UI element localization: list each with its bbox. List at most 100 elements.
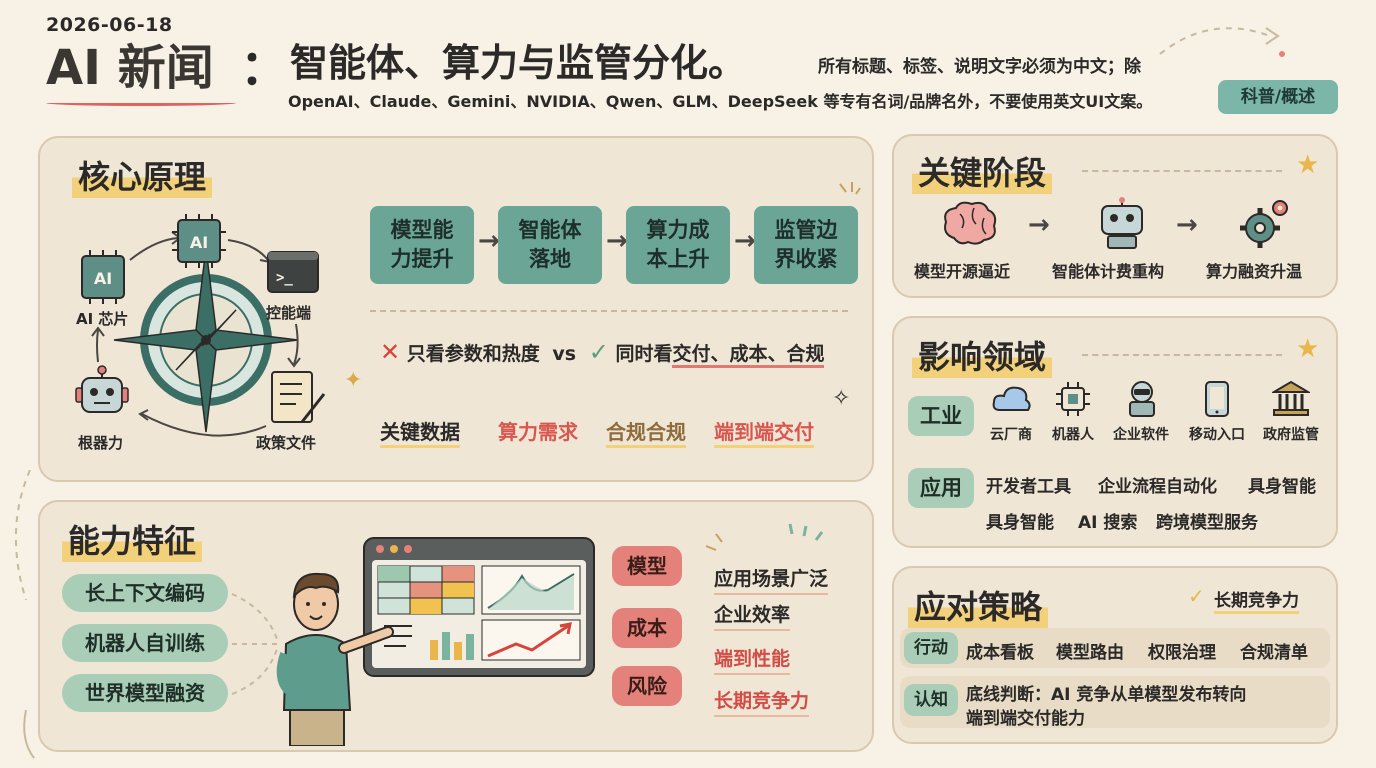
divider [370,310,848,312]
decorative-arc [1159,27,1285,57]
action-item: 成本看板 [966,643,1034,663]
arrow-icon: → [734,226,756,256]
svg-text:AI: AI [94,269,112,288]
chip-icon: AI [172,214,226,268]
impact-icon-label: 企业软件 [1113,427,1169,443]
terminal-icon: >_ [267,251,319,293]
cloud-icon [992,386,1031,411]
impact-icon-label: 政府监管 [1263,427,1319,443]
star-icon: ★ [1296,150,1320,180]
chip-icon [1056,382,1090,416]
arrow-icon: → [606,226,628,256]
action-item: 模型路由 [1056,643,1124,663]
sparkle-icon [839,182,861,195]
flow-step-3: 算力成本上升 [626,206,730,284]
compare-line: ✕ 只看参数和热度 vs ✓ 同时看交付、成本、合规 [380,338,825,368]
language-note-line2: OpenAI、Claude、Gemini、NVIDIA、Qwen、GLM、Dee… [288,92,1153,111]
robot-icon [1101,197,1143,249]
ai-chip-label: AI 芯片 [76,310,129,328]
cognition-row [900,676,1330,728]
key-data-item: 合规合规 [606,416,686,448]
svg-text:AI: AI [190,233,208,252]
date: 2026-06-18 [46,14,173,36]
impact-icon-label: 移动入口 [1189,427,1245,443]
capability-title: 能力特征 [62,516,203,562]
application-item: AI 搜索 [1078,513,1138,533]
stage-item: 智能体计费重构 [1052,262,1165,281]
application-item: 企业流程自动化 [1098,477,1217,497]
gear-icon [1240,200,1288,248]
sparkle-icon: ✦ [344,368,363,393]
presenter-illustration [276,537,595,746]
cognition-tag: 认知 [904,684,958,716]
divider [1082,354,1282,356]
cross-icon: ✕ [380,338,401,366]
star-icon: ★ [1296,334,1320,364]
page-subtitle: 智能体、算力与监管分化。 [290,41,747,85]
flow-step-4: 监管边界收紧 [754,206,858,284]
flow-step-2: 智能体落地 [498,206,602,284]
application-item: 具身智能 [1248,477,1316,497]
application-item: 具身智能 [986,513,1054,533]
capability-text: 长期竞争力 [714,686,810,717]
capability-pill: 世界模型融资 [62,674,228,712]
divider [1082,170,1282,172]
robot-icon [1129,381,1155,417]
sparkle-icon [705,523,824,551]
action-row [900,628,1330,668]
check-icon: ✓ [1188,584,1205,608]
application-item: 开发者工具 [986,477,1071,497]
robot-label: 根器力 [78,434,124,452]
action-tag: 行动 [904,632,958,664]
terminal-label: 控能端 [266,304,312,322]
core-diagram: AI AI >_ [75,214,326,437]
arrow-icon: → [1176,210,1198,240]
key-data-item: 算力需求 [498,420,578,444]
page-title: AI 新闻 [46,40,214,96]
person-icon [276,572,394,746]
arrow-icon: → [478,226,500,256]
cognition-text-line1: 底线判断：AI 竞争从单模型发布转向 [966,685,1247,705]
capability-tag: 风险 [612,666,682,706]
government-building-icon [1272,380,1310,416]
key-data-item: 端到端交付 [714,416,814,448]
impact-icon-label: 云厂商 [990,427,1032,443]
capability-tag: 模型 [612,546,682,586]
capability-text: 端到性能 [714,644,791,675]
capability-text: 应用场景广泛 [714,564,829,595]
category-tag: 科普/概述 [1218,80,1338,114]
strategy-badge: 长期竞争力 [1214,586,1299,614]
check-icon: ✓ [588,338,609,366]
capability-pill: 机器人自训练 [62,624,228,662]
phone-icon [1205,381,1229,417]
compass-icon [113,247,299,433]
title-underline [46,100,236,106]
impact-title: 影响领域 [912,332,1053,378]
sparkle-icon: ✧ [832,386,851,411]
core-principle-title: 核心原理 [72,152,213,198]
stage-item: 模型开源逼近 [914,262,1011,281]
action-item: 合规清单 [1240,643,1308,663]
strategy-title: 应对策略 [908,582,1049,628]
decorative-arc [15,470,35,759]
dashboard-board-icon [363,537,595,677]
brain-icon [944,201,997,245]
application-tag: 应用 [908,468,974,508]
flow-step-1: 模型能力提升 [370,206,474,284]
connector-lines [231,593,279,695]
capability-tag: 成本 [612,608,682,648]
key-data-label: 关键数据 [380,416,460,448]
capability-text: 企业效率 [714,600,791,631]
industry-tag: 工业 [908,396,974,436]
stage-item: 算力融资升温 [1206,262,1303,281]
action-item: 权限治理 [1148,643,1216,663]
capability-pill: 长上下文编码 [62,574,228,612]
language-note-line1: 所有标题、标签、说明文字必须为中文；除 [818,57,1141,77]
ai-chip-icon: AI [81,250,125,304]
impact-icon-label: 机器人 [1052,427,1094,443]
cognition-text-line2: 端到端交付能力 [966,709,1085,729]
application-item: 跨境模型服务 [1156,513,1258,533]
robot-icon [75,365,129,413]
arrow-icon: → [1028,210,1050,240]
key-stage-title: 关键阶段 [912,148,1053,194]
